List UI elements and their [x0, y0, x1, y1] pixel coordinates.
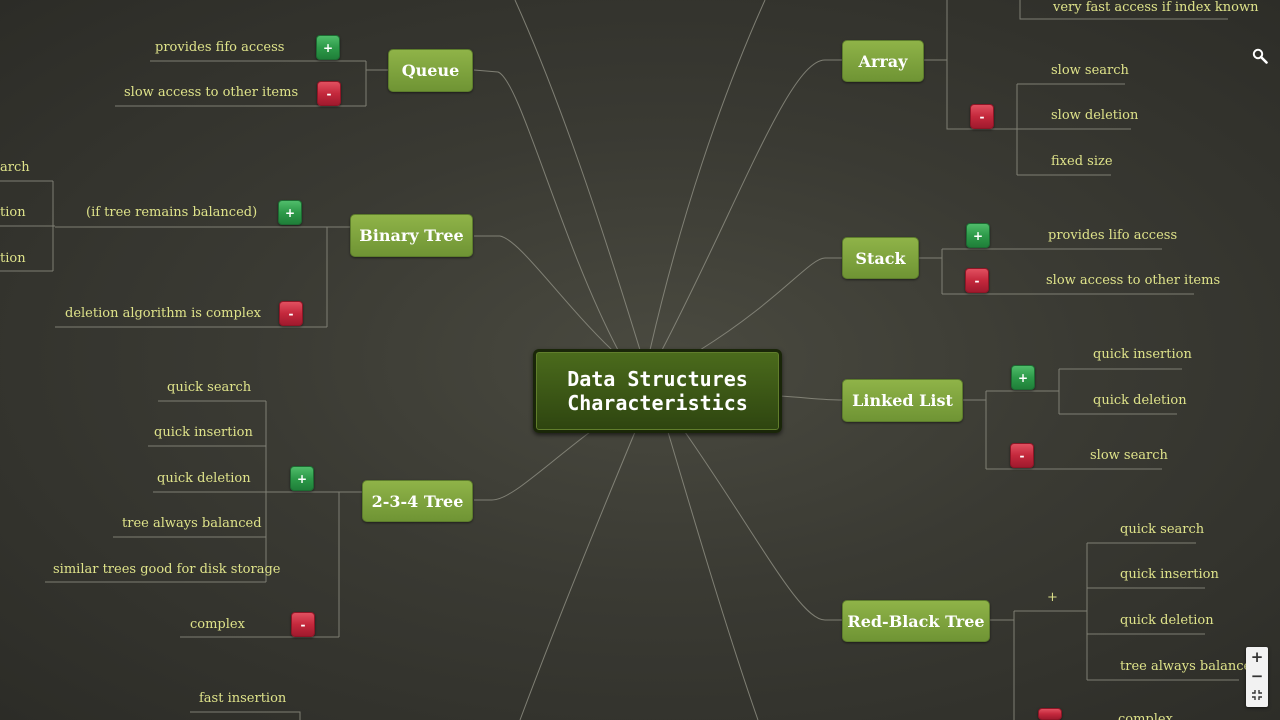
plus-badge-234-tree[interactable]: +: [290, 466, 314, 491]
plus-mark-red-black[interactable]: +: [1047, 590, 1058, 605]
leaf-queue-slow-access[interactable]: slow access to other items: [124, 85, 299, 100]
leaf-234-complex[interactable]: complex: [190, 617, 245, 632]
leaf-234-balanced[interactable]: tree always balanced: [122, 516, 262, 531]
leaf-rb-balanced[interactable]: tree always balanced: [1120, 659, 1260, 674]
minus-badge-queue[interactable]: -: [317, 81, 341, 106]
leaf-array-fast-access[interactable]: very fast access if index known: [1053, 0, 1259, 15]
node-array[interactable]: Array: [842, 40, 924, 82]
minus-badge-stack[interactable]: -: [965, 268, 989, 293]
minus-badge-array[interactable]: -: [970, 104, 994, 129]
leaf-234-quick-deletion[interactable]: quick deletion: [157, 471, 251, 486]
leaf-stack-lifo[interactable]: provides lifo access: [1048, 228, 1178, 243]
leaf-bt-deletion-complex[interactable]: deletion algorithm is complex: [65, 306, 261, 321]
leaf-array-slow-deletion[interactable]: slow deletion: [1051, 108, 1139, 123]
leaf-array-slow-search[interactable]: slow search: [1051, 63, 1129, 78]
node-queue[interactable]: Queue: [388, 49, 473, 92]
leaf-bt-cut-insertion[interactable]: tion: [0, 205, 26, 220]
leaf-234-disk-storage[interactable]: similar trees good for disk storage: [53, 562, 281, 577]
node-red-black-tree[interactable]: Red-Black Tree: [842, 600, 990, 642]
magnifier-icon: [1252, 48, 1268, 64]
node-linked-list[interactable]: Linked List: [842, 379, 963, 422]
minus-badge-red-black[interactable]: [1038, 708, 1062, 720]
leaf-queue-fifo[interactable]: provides fifo access: [155, 40, 285, 55]
search-button[interactable]: [1249, 45, 1271, 67]
zoom-in-button[interactable]: +: [1250, 647, 1264, 666]
leaf-rb-quick-deletion[interactable]: quick deletion: [1120, 613, 1214, 628]
leaf-234-quick-insertion[interactable]: quick insertion: [154, 425, 253, 440]
central-topic[interactable]: Data Structures Characteristics: [533, 349, 782, 433]
minus-badge-234-tree[interactable]: -: [291, 612, 315, 637]
node-stack[interactable]: Stack: [842, 237, 919, 279]
leaf-bt-cut-deletion[interactable]: tion: [0, 251, 26, 266]
zoom-out-button[interactable]: −: [1250, 666, 1264, 685]
leaf-stack-slow-access[interactable]: slow access to other items: [1046, 273, 1221, 288]
leaf-234-quick-search[interactable]: quick search: [167, 380, 252, 395]
leaf-ll-slow-search[interactable]: slow search: [1090, 448, 1168, 463]
leaf-rb-complex-cut[interactable]: complex: [1118, 712, 1173, 720]
leaf-bt-balanced[interactable]: (if tree remains balanced): [86, 205, 258, 220]
leaf-array-fixed-size[interactable]: fixed size: [1051, 154, 1113, 169]
leaf-rb-quick-insertion[interactable]: quick insertion: [1120, 567, 1219, 582]
plus-badge-stack[interactable]: +: [966, 223, 990, 248]
node-binary-tree[interactable]: Binary Tree: [350, 214, 473, 257]
zoom-control: + −: [1246, 647, 1268, 707]
central-topic-line2: Characteristics: [567, 391, 748, 415]
leaf-fast-insertion[interactable]: fast insertion: [199, 691, 287, 706]
minus-badge-binary-tree[interactable]: -: [279, 301, 303, 326]
plus-badge-queue[interactable]: +: [316, 35, 340, 60]
leaf-ll-quick-deletion[interactable]: quick deletion: [1093, 393, 1187, 408]
central-topic-line1: Data Structures: [567, 367, 748, 391]
leaf-rb-quick-search[interactable]: quick search: [1120, 522, 1205, 537]
leaf-bt-cut-search[interactable]: arch: [0, 160, 30, 175]
minus-badge-linked-list[interactable]: -: [1010, 443, 1034, 468]
plus-badge-linked-list[interactable]: +: [1011, 365, 1035, 390]
fit-screen-icon: [1252, 689, 1262, 700]
leaf-ll-quick-insertion[interactable]: quick insertion: [1093, 347, 1192, 362]
fit-screen-button[interactable]: [1246, 685, 1268, 704]
node-2-3-4-tree[interactable]: 2-3-4 Tree: [362, 480, 473, 522]
plus-badge-binary-tree[interactable]: +: [278, 200, 302, 225]
